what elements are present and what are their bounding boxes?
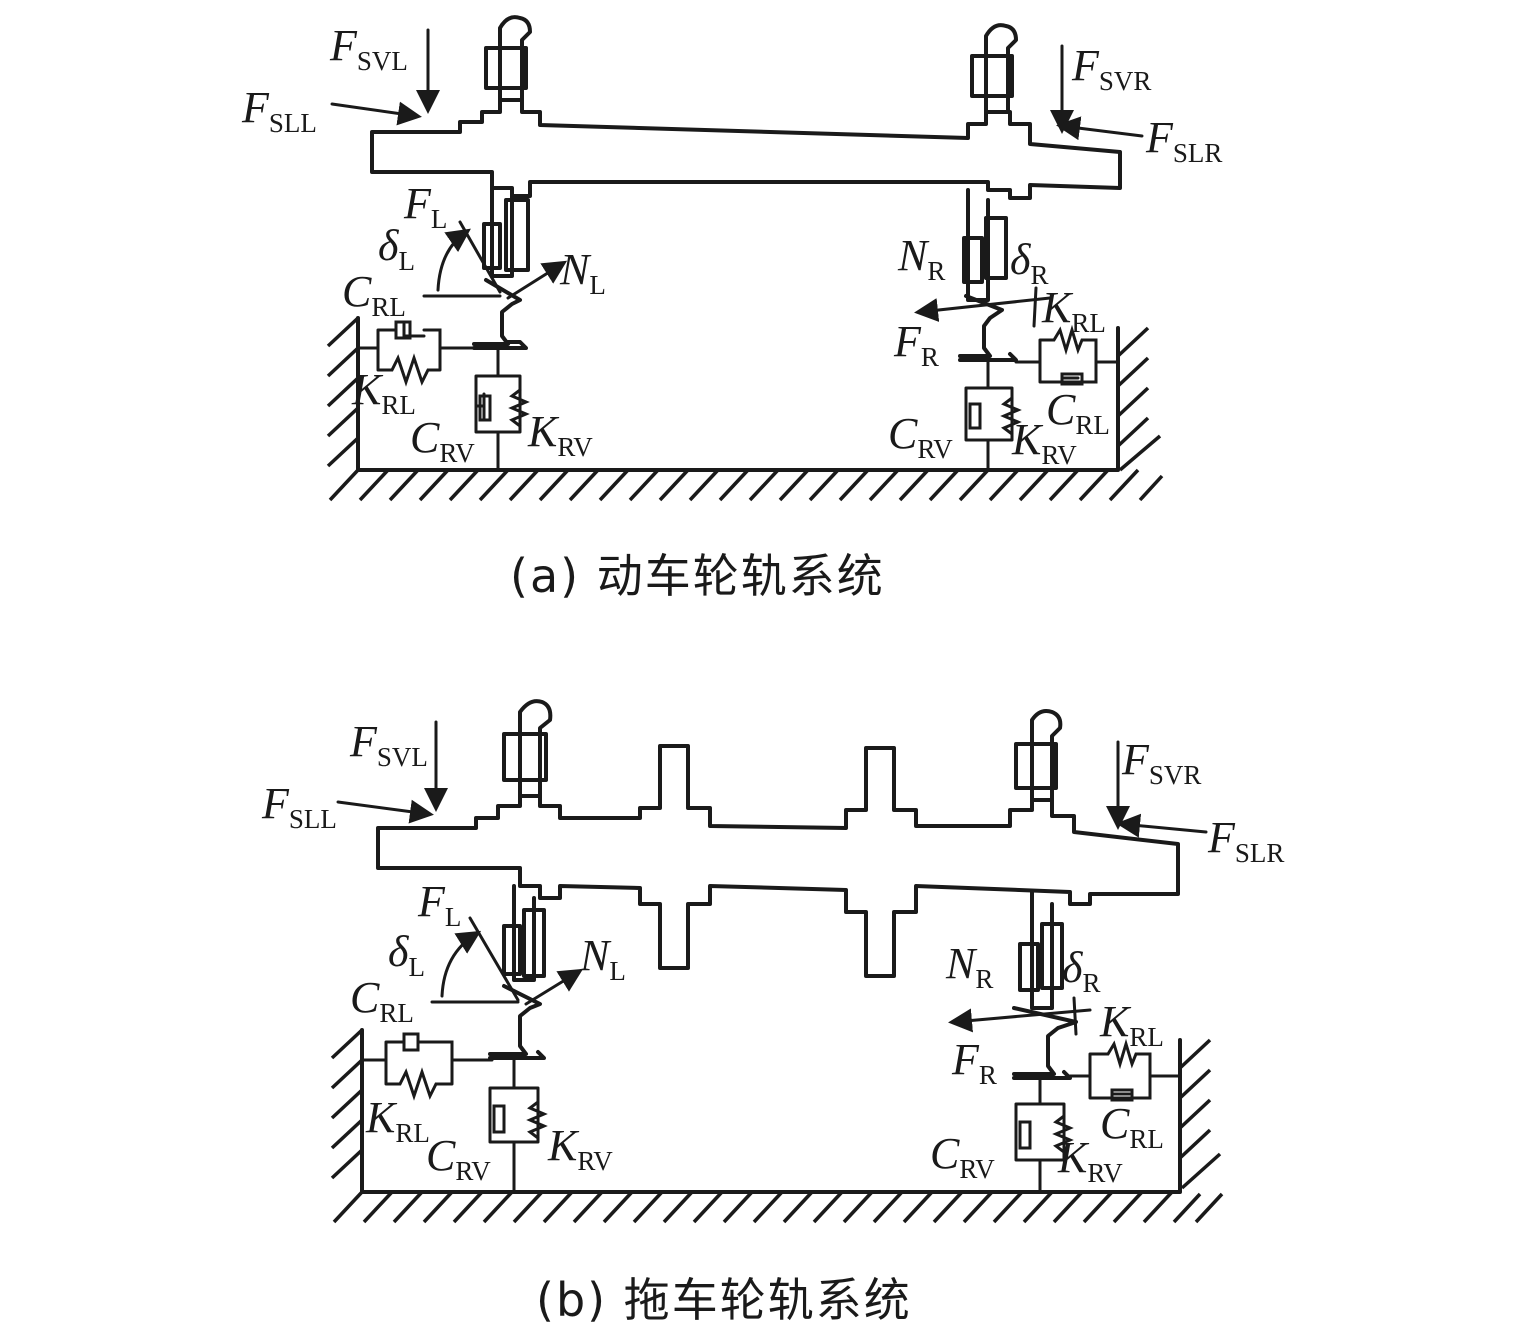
top-wheel-right-b — [1014, 709, 1063, 802]
label-N-R-b: NR — [945, 939, 993, 994]
axle-b — [376, 744, 1180, 978]
angle-delta-L-b — [440, 930, 482, 998]
wheel-rail-left-b — [488, 884, 546, 1060]
lateral-spring-damper-left-a — [356, 320, 480, 387]
angle-delta-R-a — [1032, 286, 1038, 328]
label-F-SVL-b: FSVL — [349, 717, 428, 772]
label-F-SLR-a: FSLR — [1145, 113, 1222, 168]
label-F-SLL-b: FSLL — [261, 779, 337, 834]
label-C-RL-right-a: CRL — [1046, 385, 1110, 440]
arrow-F-SLR-a — [1056, 116, 1144, 141]
label-F-SLR-b: FSLR — [1207, 813, 1284, 868]
label-K-RV-right-a: KRV — [1011, 415, 1077, 470]
axle-a — [370, 98, 1122, 200]
arrow-F-L-b — [468, 916, 520, 1002]
label-N-L-b: NL — [579, 931, 626, 986]
label-C-RV-right-b: CRV — [930, 1129, 995, 1184]
label-N-R-a: NR — [897, 231, 945, 286]
caption-b: (b) 拖车轮轨系统 — [536, 1273, 912, 1327]
label-F-SVR-b: FSVR — [1121, 735, 1201, 790]
vertical-spring-damper-right-a — [964, 360, 1022, 472]
vertical-spring-damper-right-b — [1014, 1076, 1074, 1194]
wheel-rail-right-a — [958, 188, 1018, 362]
label-C-RL-left-a: CRL — [342, 267, 406, 322]
label-F-L-b: FL — [417, 877, 461, 932]
label-K-RL-right-b: KRL — [1099, 997, 1164, 1052]
label-delta-R-a: δR — [1010, 235, 1048, 290]
label-delta-L-b: δL — [388, 927, 425, 982]
ground-frame-a — [356, 316, 1120, 472]
label-C-RL-left-b: CRL — [350, 973, 414, 1028]
lateral-spring-damper-left-b — [360, 1032, 494, 1101]
top-wheel-right-a — [970, 23, 1018, 114]
label-K-RL-right-a: KRL — [1041, 283, 1106, 338]
label-C-RL-right-b: CRL — [1100, 1099, 1164, 1154]
arrow-F-SLL-a — [330, 101, 422, 126]
label-F-SVR-a: FSVR — [1071, 41, 1151, 96]
arrow-N-L-a — [506, 260, 568, 300]
vertical-spring-damper-left-a — [474, 348, 530, 472]
label-N-L-a: NL — [559, 245, 606, 300]
panel-a: FSVL FSLL FSVR FSLR FL δL NL CRL KRL CRV… — [241, 15, 1222, 603]
label-F-L-a: FL — [403, 179, 447, 234]
ground-hatch-a — [326, 316, 1164, 502]
angle-delta-R-b — [1072, 996, 1078, 1036]
label-K-RV-left-b: KRV — [547, 1121, 613, 1176]
label-C-RV-right-a: CRV — [888, 409, 953, 464]
arrow-F-R-a — [914, 296, 1052, 323]
ground-frame-b — [360, 1028, 1182, 1194]
vertical-spring-damper-left-b — [488, 1058, 548, 1194]
arrow-F-SLL-b — [336, 799, 434, 824]
top-wheel-left-a — [484, 15, 532, 102]
arrow-N-L-b — [524, 968, 584, 1006]
label-K-RL-left-b: KRL — [365, 1093, 430, 1148]
lateral-spring-damper-right-a — [1014, 324, 1120, 386]
label-F-R-a: FR — [893, 317, 939, 372]
label-K-RV-left-a: KRV — [527, 407, 593, 462]
label-K-RL-left-a: KRL — [351, 365, 416, 420]
angle-delta-L-a — [436, 228, 471, 292]
arrow-F-SLR-b — [1116, 813, 1208, 838]
arrow-F-R-b — [948, 1008, 1092, 1033]
lateral-spring-damper-right-b — [1068, 1038, 1182, 1102]
panel-b: FSVL FSLL FSVR FSLR FL δL NL CRL KRL CRV… — [261, 699, 1284, 1327]
label-F-R-b: FR — [951, 1035, 997, 1090]
label-delta-L-a: δL — [378, 221, 415, 276]
label-F-SLL-a: FSLL — [241, 83, 317, 138]
caption-a: (a) 动车轮轨系统 — [510, 549, 885, 603]
wheel-rail-left-a — [472, 186, 530, 350]
label-F-SVL-a: FSVL — [329, 21, 408, 76]
label-delta-R-b: δR — [1062, 943, 1100, 998]
label-K-RV-right-b: KRV — [1057, 1133, 1123, 1188]
ground-hatch-b — [330, 1028, 1224, 1224]
label-C-RV-left-b: CRV — [426, 1131, 491, 1186]
label-C-RV-left-a: CRV — [410, 413, 475, 468]
top-wheel-left-b — [502, 699, 553, 798]
